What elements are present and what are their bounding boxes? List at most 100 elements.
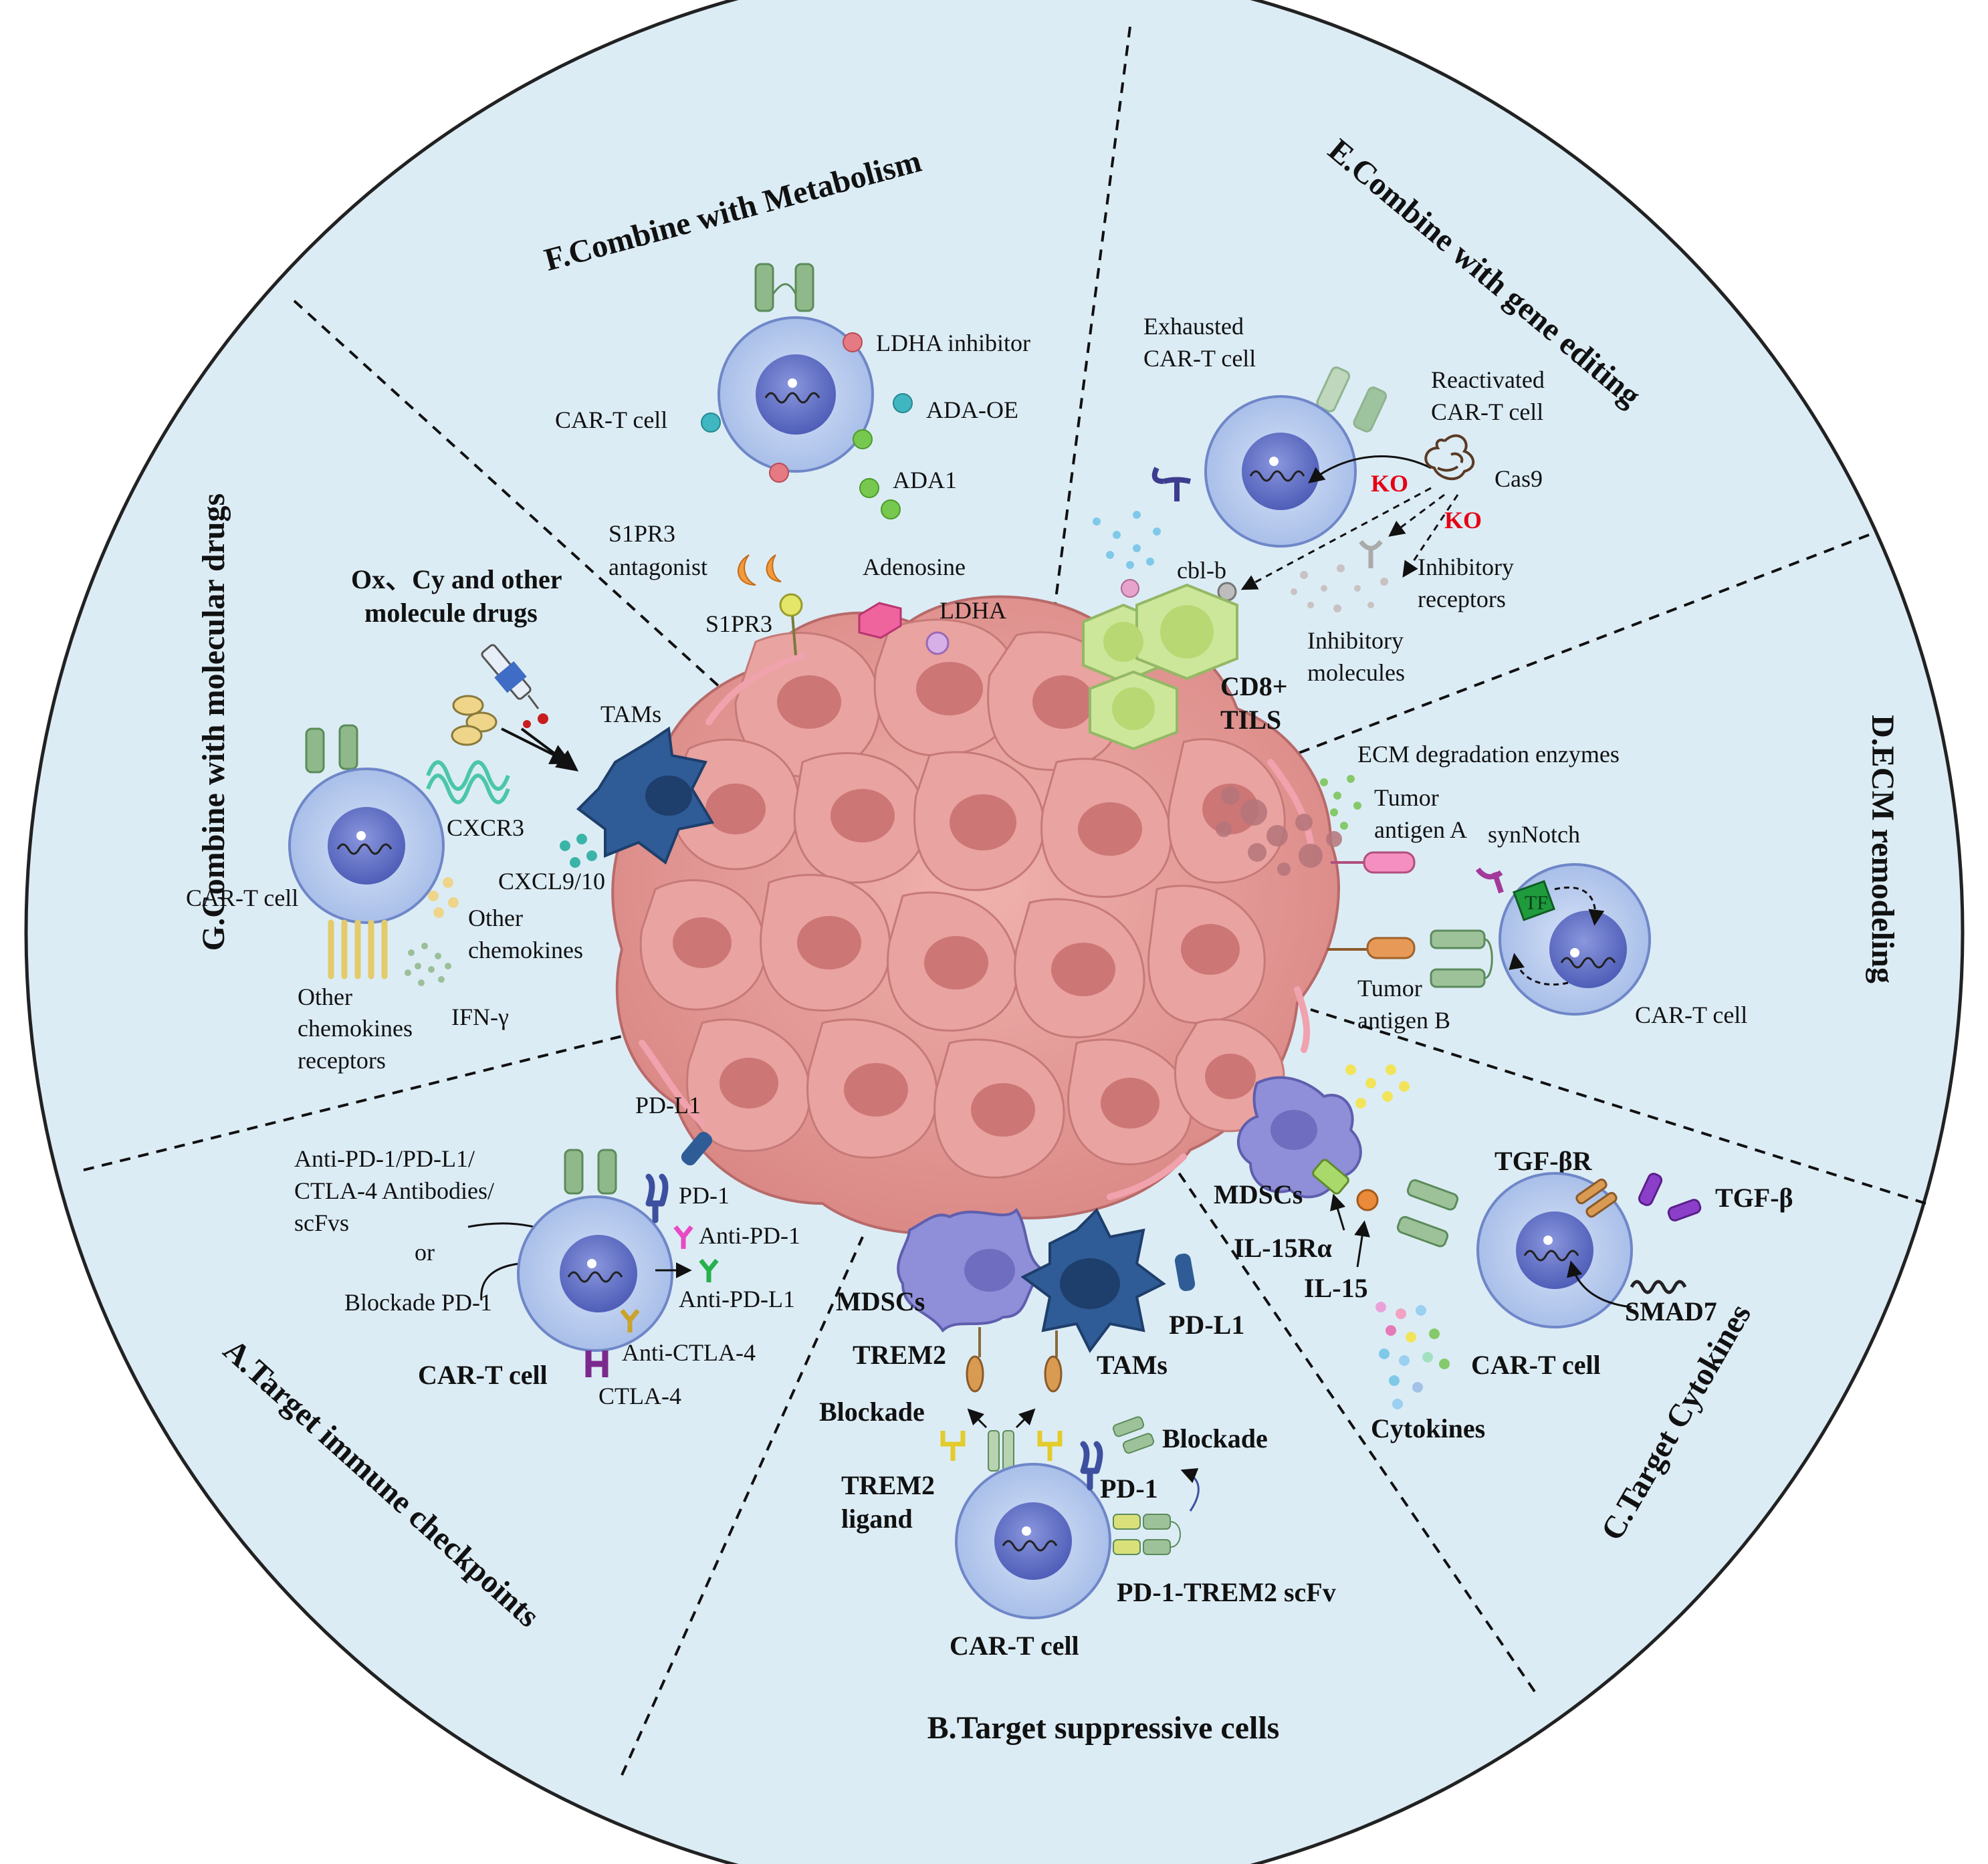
d-car-receptor	[1430, 929, 1493, 988]
b-trem2-icon-right	[1044, 1355, 1063, 1393]
e-cas9-arrow	[1308, 455, 1432, 483]
e-exhausted-label-2: CAR-T cell	[1143, 345, 1256, 372]
b-mdscs-label: MDSCs	[836, 1286, 925, 1316]
section-title-d: D.ECM remodeling	[1865, 715, 1900, 983]
adenosine-label: Adenosine	[863, 554, 966, 580]
tf-box	[1513, 880, 1555, 921]
d-ecm-enzymes-label: ECM degradation enzymes	[1357, 741, 1620, 768]
b-scfv-right-icon	[1112, 1416, 1155, 1454]
g-drug-arrow-2	[520, 727, 579, 772]
a-blockade-pd1-label: Blockade PD-1	[344, 1289, 492, 1316]
a-pd1-icon	[645, 1173, 669, 1224]
c-tgfbr-label: TGF-βR	[1495, 1146, 1593, 1176]
a-pd1-label: PD-1	[679, 1182, 730, 1209]
f-ada-oe-label: ADA-OE	[926, 396, 1018, 423]
f-car-t-cell-label: CAR-T cell	[555, 406, 667, 433]
d-tumor-antigen-a-label-1: Tumor	[1374, 784, 1439, 811]
d-tumor-antigen-b-label-1: Tumor	[1357, 975, 1422, 1002]
g-cxcl-label: CXCL9/10	[498, 868, 605, 895]
e-dna-icon	[1249, 470, 1305, 482]
a-anti-pd1-label: Anti-PD-1	[699, 1222, 800, 1249]
d-tf-arrow-out	[1509, 953, 1569, 986]
c-cytokines-label: Cytokines	[1371, 1413, 1485, 1443]
tumor-fibers	[639, 652, 1314, 1200]
f-ada-oe-dot	[893, 393, 913, 413]
section-c: MDSCs IL-15Rα IL-15 TGF-βR TGF-β SMAD7	[1214, 1064, 1793, 1443]
section-b: MDSCs TREM2 TAMs PD-L1 Blockade Blockade…	[819, 1207, 1336, 1661]
tumor-antigen-a-icon	[1363, 851, 1416, 874]
d-dna-icon	[1560, 957, 1616, 969]
ecm-degradation-debris	[1216, 786, 1342, 876]
e-cblb-label: cbl-b	[1177, 557, 1226, 584]
anti-ctla4-icon	[620, 1308, 640, 1332]
d-synnotch-label: synNotch	[1488, 821, 1580, 848]
tumor-nuclei	[673, 662, 1258, 1137]
ldha-label: LDHA	[940, 597, 1006, 624]
tgfb-icon	[1638, 1173, 1702, 1221]
d-car-t-cell-label: CAR-T cell	[1635, 1002, 1747, 1028]
f-cyan-dot-left	[701, 413, 721, 433]
divider-c-b	[1176, 1169, 1536, 1693]
divider-g-f	[293, 300, 730, 697]
e-exhausted-label-1: Exhausted	[1143, 313, 1244, 340]
pills-icon	[451, 695, 498, 746]
d-tf-arrow-in	[1554, 886, 1605, 926]
d-tumor-antigen-a-label-2: antigen A	[1374, 816, 1467, 843]
c-smad7-arrow	[1567, 1260, 1632, 1308]
a-antibodies-label-3: scFvs	[294, 1209, 349, 1236]
g-other-receptors-label-1: Other	[298, 983, 352, 1010]
e-ko-label-1: KO	[1371, 470, 1408, 497]
section-f: LDHA inhibitor CAR-T cell ADA-OE ADA1 S1…	[555, 263, 1030, 656]
a-ctla4-label: CTLA-4	[598, 1383, 681, 1409]
other-receptors-icon	[328, 919, 388, 979]
il15-icon	[1356, 1189, 1379, 1211]
syringe-icon	[481, 644, 548, 728]
g-car-t-cell-label: CAR-T cell	[186, 885, 298, 911]
section-a: PD-L1 Anti-PD-1/PD-L1/ CTLA-4 Antibodies…	[294, 1092, 800, 1409]
c-yellow-dots	[1345, 1064, 1410, 1109]
e-reactivated-label-2: CAR-T cell	[1431, 398, 1543, 425]
g-drugs-label-1: Ox、Cy and other	[351, 564, 562, 594]
f-dna-icon	[764, 392, 820, 404]
divider-d-c	[1310, 1008, 1926, 1205]
e-cd8-label-2: TILS	[1220, 705, 1281, 735]
b-pd1-icon	[1080, 1441, 1103, 1491]
ifng-dots	[405, 943, 451, 986]
f-green-dot-1	[853, 429, 873, 449]
c-dna-icon	[1523, 1250, 1579, 1262]
d-car-t-nucleus	[1549, 911, 1627, 988]
b-tams-label: TAMs	[1097, 1350, 1168, 1380]
g-other-receptors-label-3: receptors	[298, 1047, 386, 1074]
e-inhibitory-receptor-icon	[1151, 467, 1191, 501]
g-dna-icon	[336, 843, 393, 855]
e-inhib-receptors-label-2: receptors	[1418, 586, 1506, 612]
d-tf-label: TF	[1525, 892, 1548, 914]
section-title-b: B.Target suppressive cells	[927, 1710, 1280, 1746]
synnotch-receptor-icon	[1475, 867, 1504, 894]
b-pdl1-icon	[1174, 1253, 1196, 1292]
pd1-trem2-scfv-icon	[1113, 1514, 1181, 1555]
cas9-icon	[1424, 434, 1475, 481]
e-ko-label-2: KO	[1444, 507, 1482, 534]
g-other-receptors-label-2: chemokines	[298, 1015, 413, 1042]
f-ldha-inhibitor-dot	[843, 332, 863, 352]
c-tgfb-label: TGF-β	[1715, 1183, 1793, 1213]
other-chemokines-dots	[428, 877, 459, 918]
e-car-t-nucleus	[1242, 433, 1319, 510]
e-pink-dot	[1121, 579, 1139, 598]
divider-b-a	[621, 1236, 864, 1776]
e-car-receptor	[1316, 366, 1388, 433]
section-title-g: G.Combine with molecular drugs	[196, 493, 231, 951]
c-car-t-cell-label: CAR-T cell	[1471, 1350, 1601, 1380]
a-antibodies-label-1: Anti-PD-1/PD-L1/	[294, 1145, 475, 1172]
a-pdl1-label: PD-L1	[635, 1092, 701, 1119]
ecm-enzyme-dots	[1320, 775, 1361, 830]
b-pd1-label: PD-1	[1100, 1474, 1158, 1504]
e-inhib-molecules-label-1: Inhibitory	[1307, 627, 1404, 654]
b-trem2-ligand-icon-right	[1037, 1431, 1063, 1461]
c-il15ra-label: IL-15Rα	[1234, 1233, 1332, 1263]
a-anti-pdl1-label: Anti-PD-L1	[679, 1286, 795, 1312]
tumor-mass	[611, 595, 1340, 1235]
e-cd8-label-1: CD8+	[1220, 671, 1288, 701]
